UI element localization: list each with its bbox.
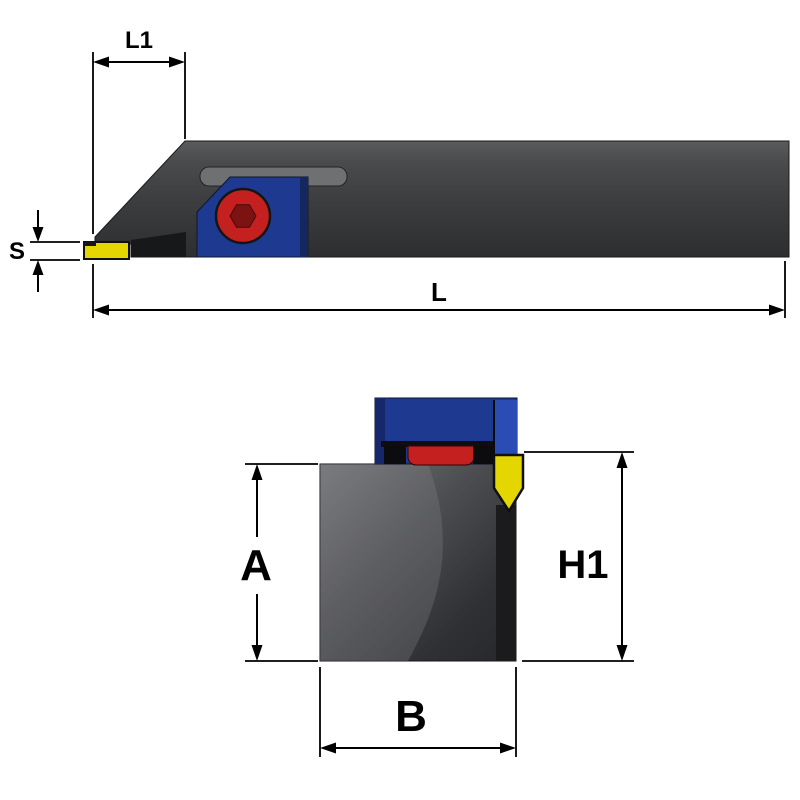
end-view: A H1 B [240,397,634,757]
l-label: L [431,277,447,307]
clamp-right-column [494,400,517,464]
right-face-strip [496,505,516,661]
b-arrow-left [320,742,336,754]
h1-arrow-up [616,452,628,468]
dimension-s: S [9,210,80,292]
clamp-left-shade [375,398,385,464]
insert-edge-notch [84,242,96,246]
dimension-a: A [240,463,318,662]
block-highlight [320,464,443,661]
clamp-foot-left [384,446,406,464]
a-arrow-down [251,645,263,661]
dimension-l1: L1 [92,27,186,234]
screw-hex-socket [229,204,257,228]
dimension-l: L [92,261,786,318]
side-view: L1 S L [9,27,790,318]
b-arrow-right [500,742,516,754]
clamp-block-shade [300,177,308,257]
s-arrow-up [32,260,44,275]
l1-label: L1 [125,27,153,54]
clamp-slot-shadow [381,441,493,447]
dimension-b: B [319,667,517,757]
a-label: A [240,541,272,590]
s-arrow-down [32,227,44,242]
l-arrow-left [93,304,109,316]
insert-pocket [131,232,186,257]
l-arrow-right [769,304,785,316]
clamp-foot-right [473,446,494,464]
h1-arrow-down [616,645,628,661]
a-arrow-up [251,464,263,480]
l1-arrow-right [169,56,185,68]
b-label: B [395,692,427,741]
cutting-insert-end [492,453,525,514]
l1-arrow-left [93,56,109,68]
h1-label: H1 [557,543,608,587]
dimension-h1: H1 [522,451,634,662]
screw-front [407,445,475,466]
s-label: S [9,238,25,265]
cutting-insert-side [83,241,130,260]
